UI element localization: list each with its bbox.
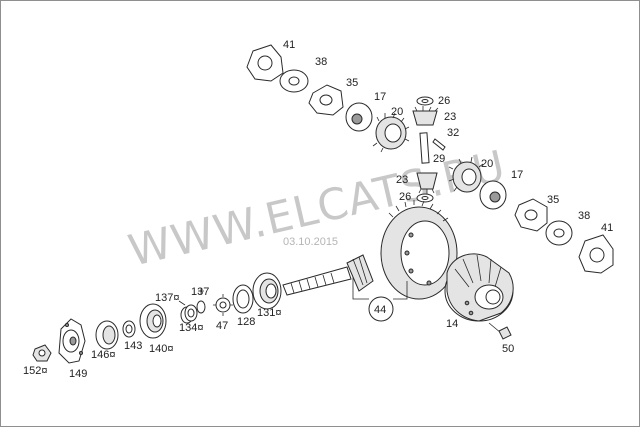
callout-32: 32 [447, 127, 459, 139]
callout-134: 134¤ [179, 322, 203, 334]
part-134-sleeve[interactable] [180, 304, 198, 324]
part-23-lower-pinion[interactable] [416, 172, 438, 194]
part-128-ring[interactable] [232, 284, 254, 314]
callout-35-lower: 35 [547, 194, 559, 206]
part-143-circlip[interactable] [122, 320, 136, 338]
callout-circle-44 [368, 296, 394, 322]
part-137-washers[interactable] [178, 288, 206, 314]
callout-17-upper: 17 [374, 91, 386, 103]
callout-23-lower: 23 [396, 174, 408, 186]
callout-17-lower: 17 [511, 169, 523, 181]
callout-152: 152¤ [23, 365, 47, 377]
part-41-upper[interactable] [246, 44, 284, 82]
callout-20-upper: 20 [391, 106, 403, 118]
callout-131: 131¤ [257, 307, 281, 319]
callout-137-a: 137¤ [155, 292, 179, 304]
part-26-lower[interactable] [416, 193, 434, 203]
callout-23-upper: 23 [444, 111, 456, 123]
part-146-seal[interactable] [95, 320, 119, 350]
callout-140: 140¤ [149, 343, 173, 355]
callout-20-lower: 20 [481, 158, 493, 170]
part-38-upper[interactable] [279, 69, 309, 93]
callout-29: 29 [433, 153, 445, 165]
callout-38-lower: 38 [578, 210, 590, 222]
part-20-lower-side-gear[interactable] [448, 156, 484, 193]
callout-bracket-44b [393, 281, 408, 300]
part-41-lower[interactable] [578, 234, 614, 274]
date-stamp: 03.10.2015 [283, 236, 338, 248]
part-17-lower[interactable] [479, 180, 507, 210]
callout-143: 143 [124, 340, 142, 352]
part-17-upper[interactable] [345, 102, 373, 132]
callout-128: 128 [237, 316, 255, 328]
callout-14: 14 [446, 318, 458, 330]
callout-26-upper: 26 [438, 95, 450, 107]
callout-47: 47 [216, 320, 228, 332]
part-50-bolt[interactable] [488, 322, 512, 340]
callout-41-upper: 41 [283, 39, 295, 51]
part-14-differential-case[interactable] [444, 253, 514, 322]
part-140-bearing[interactable] [139, 303, 167, 339]
part-44-ring-gear[interactable] [380, 200, 458, 300]
part-35-upper[interactable] [308, 84, 344, 116]
part-32-pin[interactable] [432, 138, 446, 151]
callout-50: 50 [502, 343, 514, 355]
part-152-nut[interactable] [32, 344, 52, 362]
part-131-bearing[interactable] [252, 272, 282, 310]
part-20-upper-side-gear[interactable] [372, 112, 410, 153]
callout-38-upper: 38 [315, 56, 327, 68]
callout-146: 146¤ [91, 349, 115, 361]
callout-137-b: 137 [191, 286, 209, 298]
part-35-lower[interactable] [514, 198, 548, 232]
callout-44: 44 [374, 304, 386, 316]
callout-41-lower: 41 [601, 222, 613, 234]
pinion-shaft[interactable] [282, 254, 374, 296]
part-29-cross-shaft[interactable] [419, 132, 430, 164]
callout-26-lower: 26 [399, 191, 411, 203]
callout-149: 149 [69, 368, 87, 380]
callout-bracket-44 [352, 277, 369, 300]
part-23-upper-pinion[interactable] [412, 106, 439, 126]
part-38-lower[interactable] [545, 220, 573, 246]
callout-35-upper: 35 [346, 77, 358, 89]
part-149-flange[interactable] [58, 318, 86, 364]
part-47-nut[interactable] [213, 294, 233, 316]
part-26-upper[interactable] [416, 96, 434, 106]
